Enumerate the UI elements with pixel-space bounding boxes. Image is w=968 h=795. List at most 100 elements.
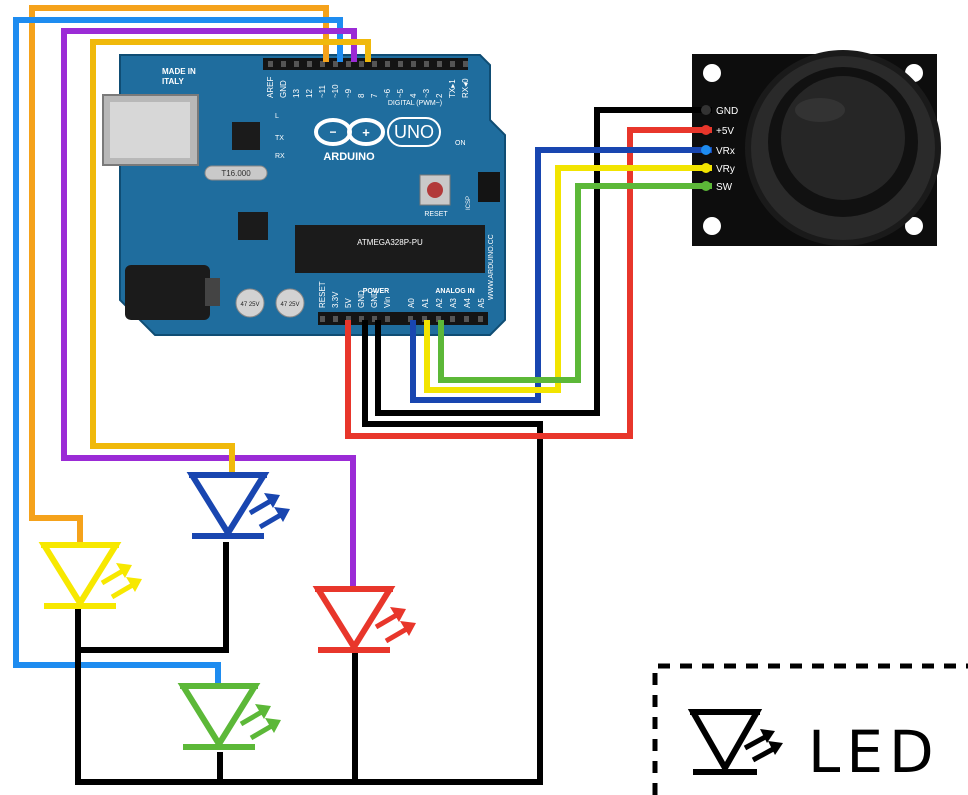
digital-pin-label: ~11 [318,84,327,98]
digital-pin-hole [372,61,377,67]
mount-hole-3 [703,217,721,235]
wire-green-sw [438,183,712,383]
atmega-chip [295,225,485,273]
digital-label: DIGITAL (PWM~) [388,100,442,107]
digital-pin-label: ~10 [331,84,340,98]
digital-pin-hole [268,61,273,67]
rx-label: RX [275,153,285,160]
power-pin-hole [320,316,325,322]
digital-header [263,58,468,70]
digital-pin-label: 4 [409,93,418,98]
digital-pin-hole [333,61,338,67]
digital-pin-hole [398,61,403,67]
power-pin-label: Vin [383,297,392,308]
digital-pin-hole [424,61,429,67]
analog-pin-label: A4 [463,298,472,308]
power-pin-label: GND [357,290,366,308]
icsp-label: ICSP [466,196,472,210]
analog-pin-hole [450,316,455,322]
wire-red-5v [345,127,712,439]
reset-button [419,174,451,206]
power-jack [125,265,210,320]
power-pin-label: 3.3V [331,291,340,308]
led-green-body [177,683,261,750]
wire-black-led-ground [75,320,543,785]
joystick-pin-ends [701,105,711,191]
led-green [177,683,281,750]
digital-pin-hole [281,61,286,67]
led-yellow [38,542,142,609]
analog-pin-label: A3 [449,298,458,308]
mount-hole-1 [703,64,721,82]
wire-yellow-vry [424,165,712,393]
power-pin-hole [372,316,377,322]
crystal-label: T16.000 [221,169,251,178]
wire-blue [13,17,343,688]
analog-pin-hole [464,316,469,322]
analog-label: ANALOG IN [435,288,474,295]
capacitor-2-label: 47 25V [280,302,299,308]
analog-pin-hole [478,316,483,322]
legend-led-symbol [687,709,783,775]
arduino-logo: − + [314,118,385,146]
reset-label: RESET [424,211,448,218]
model-label: UNO [394,122,434,142]
power-pin-hole [359,316,364,322]
tx-label: TX [275,135,284,142]
digital-pin-label: RX◂0 [461,78,470,98]
chip-text: ATMEGA328P-PU [357,238,423,247]
digital-pin-hole [463,61,468,67]
site-label: WWW.ARDUINO.CC [488,234,495,300]
analog-pin-label: A0 [407,298,416,308]
joystick-pin-label: VRy [716,164,735,175]
digital-pin-label: ~5 [396,88,405,98]
power-pin-label: GND [370,290,379,308]
power-pin-hole [333,316,338,322]
digital-pin-hole [437,61,442,67]
leds [38,472,416,750]
digital-pin-label: 2 [435,93,444,98]
led-blue [186,472,290,539]
power-pin-hole [385,316,390,322]
digital-pin-label: 12 [305,89,314,98]
legend-label: LED [808,718,940,786]
digital-pin-label: 7 [370,93,379,98]
digital-pin-label: AREF [266,77,275,98]
wire-purple [61,28,357,588]
digital-pin-hole [385,61,390,67]
led-red [312,586,416,653]
arduino-board: ATMEGA328P-PU T16.000 RESET ICSP 47 25V … [102,54,506,336]
joystick-pin-label: VRx [716,146,735,157]
svg-text:+: + [362,125,370,140]
power-label: POWER [363,288,389,295]
led-blue-body [186,472,270,539]
power-pin-label: 5V [344,298,353,308]
joystick-pin-label: +5V [716,126,734,137]
analog-pin-label: A1 [421,298,430,308]
arduino-logo-text: ARDUINO [323,151,375,163]
digital-pin-hole [294,61,299,67]
digital-pin-label: GND [279,80,288,98]
digital-pin-hole [307,61,312,67]
svg-text:−: − [329,125,336,139]
l-label: L [275,113,279,120]
digital-pin-label: ~6 [383,88,392,98]
capacitor-1-label: 47 25V [240,302,259,308]
legend-led-icon [687,709,783,775]
digital-pin-label: ~3 [422,88,431,98]
digital-pin-hole [450,61,455,67]
analog-header [318,312,488,325]
wire-black-blue-led [78,542,229,653]
wires [13,5,712,785]
analog-pin-label: A5 [477,298,486,308]
digital-pin-hole [359,61,364,67]
led-red-body [312,586,396,653]
digital-pin-hole [320,61,325,67]
digital-pin-label: 13 [292,89,301,98]
legend: LED [652,663,968,795]
digital-pin-hole [411,61,416,67]
joystick-pin-label: GND [716,106,738,117]
